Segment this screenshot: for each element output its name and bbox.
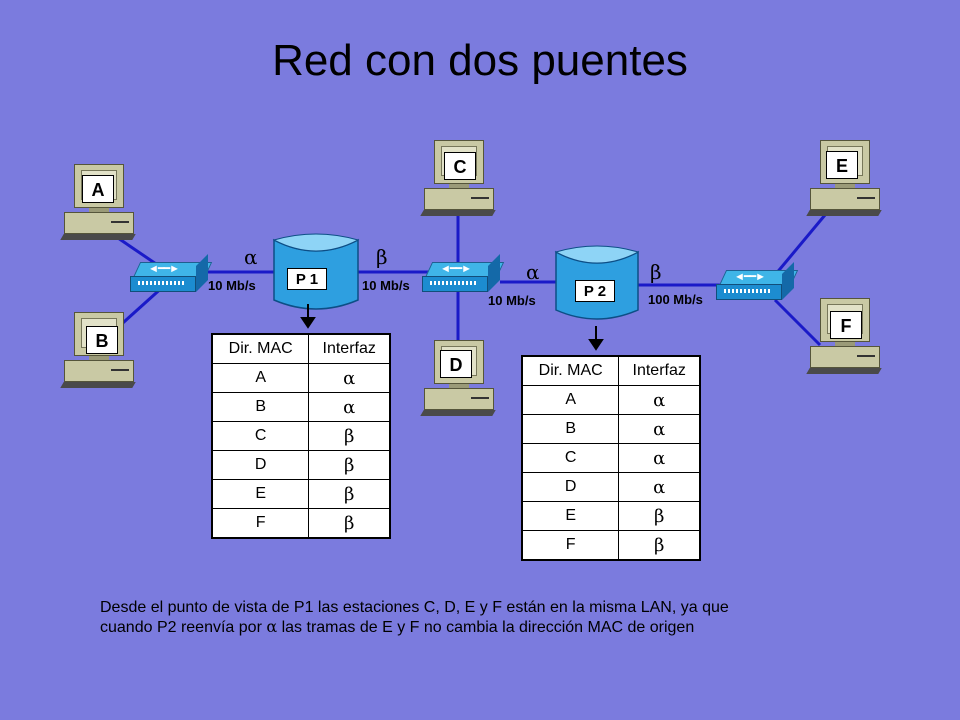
interface-cell: α bbox=[618, 443, 701, 473]
hub-1: ◄━━► bbox=[130, 254, 213, 292]
link-e-hub3 bbox=[773, 214, 827, 276]
arrow-p1-head bbox=[300, 317, 316, 329]
hub-arrows-icon: ◄━━► bbox=[440, 263, 472, 275]
interface-cell: α bbox=[618, 472, 701, 502]
p2-beta-label: β bbox=[650, 260, 662, 284]
p2-alpha-speed: 10 Mb/s bbox=[488, 293, 536, 308]
p1-beta-speed: 10 Mb/s bbox=[362, 278, 410, 293]
station-c-label: C bbox=[444, 152, 476, 180]
table-header: Dir. MAC bbox=[521, 355, 620, 386]
footnote-text: las tramas de E y F no cambia la direcci… bbox=[277, 619, 695, 636]
mac-cell: E bbox=[521, 501, 620, 531]
hub-arrows-icon: ◄━━► bbox=[734, 271, 766, 283]
hub-2: ◄━━► bbox=[422, 254, 505, 292]
mac-cell: A bbox=[521, 385, 620, 415]
mac-cell: D bbox=[521, 472, 620, 502]
interface-cell: β bbox=[308, 479, 391, 509]
footnote-line-2: cuando P2 reenvía por α las tramas de E … bbox=[100, 617, 900, 637]
interface-cell: α bbox=[618, 414, 701, 444]
p1-beta-label: β bbox=[376, 245, 388, 269]
table-header: Interfaz bbox=[618, 355, 701, 386]
link-f-hub3 bbox=[773, 298, 822, 347]
mac-cell: C bbox=[521, 443, 620, 473]
mac-cell: D bbox=[211, 450, 310, 480]
p1-alpha-label: α bbox=[244, 245, 258, 269]
mac-cell: E bbox=[211, 479, 310, 509]
bridge-p2-label: P 2 bbox=[575, 280, 615, 302]
p2-beta-speed: 100 Mb/s bbox=[648, 292, 703, 307]
station-a-label: A bbox=[82, 175, 114, 203]
table-header: Dir. MAC bbox=[211, 333, 310, 364]
mac-cell: F bbox=[211, 508, 310, 539]
page-title: Red con dos puentes bbox=[272, 36, 688, 85]
station-f-label: F bbox=[830, 311, 862, 339]
interface-cell: α bbox=[308, 363, 391, 393]
hub-arrows-icon: ◄━━► bbox=[148, 263, 180, 275]
interface-cell: β bbox=[308, 508, 391, 539]
interface-cell: β bbox=[618, 530, 701, 561]
p2-alpha-label: α bbox=[526, 260, 540, 284]
mac-cell: C bbox=[211, 421, 310, 451]
mac-cell: A bbox=[211, 363, 310, 393]
footnote-text: cuando P2 reenvía por bbox=[100, 619, 267, 636]
interface-cell: β bbox=[308, 450, 391, 480]
table-header: Interfaz bbox=[308, 333, 391, 364]
footnote: Desde el punto de vista de P1 las estaci… bbox=[100, 598, 900, 637]
hub-3: ◄━━► bbox=[716, 262, 799, 300]
footnote-alpha: α bbox=[266, 617, 278, 636]
footnote-line-1: Desde el punto de vista de P1 las estaci… bbox=[100, 599, 729, 616]
mac-cell: F bbox=[521, 530, 620, 561]
mac-cell: B bbox=[521, 414, 620, 444]
interface-cell: β bbox=[618, 501, 701, 531]
station-e-label: E bbox=[826, 151, 858, 179]
bridge-p2 bbox=[554, 245, 640, 320]
interface-cell: α bbox=[618, 385, 701, 415]
p1-alpha-speed: 10 Mb/s bbox=[208, 278, 256, 293]
mac-cell: B bbox=[211, 392, 310, 422]
interface-cell: α bbox=[308, 392, 391, 422]
station-b-label: B bbox=[86, 326, 118, 354]
interface-cell: β bbox=[308, 421, 391, 451]
bridge-p1-label: P 1 bbox=[287, 268, 327, 290]
station-d-label: D bbox=[440, 350, 472, 378]
arrow-p2-head bbox=[588, 339, 604, 351]
